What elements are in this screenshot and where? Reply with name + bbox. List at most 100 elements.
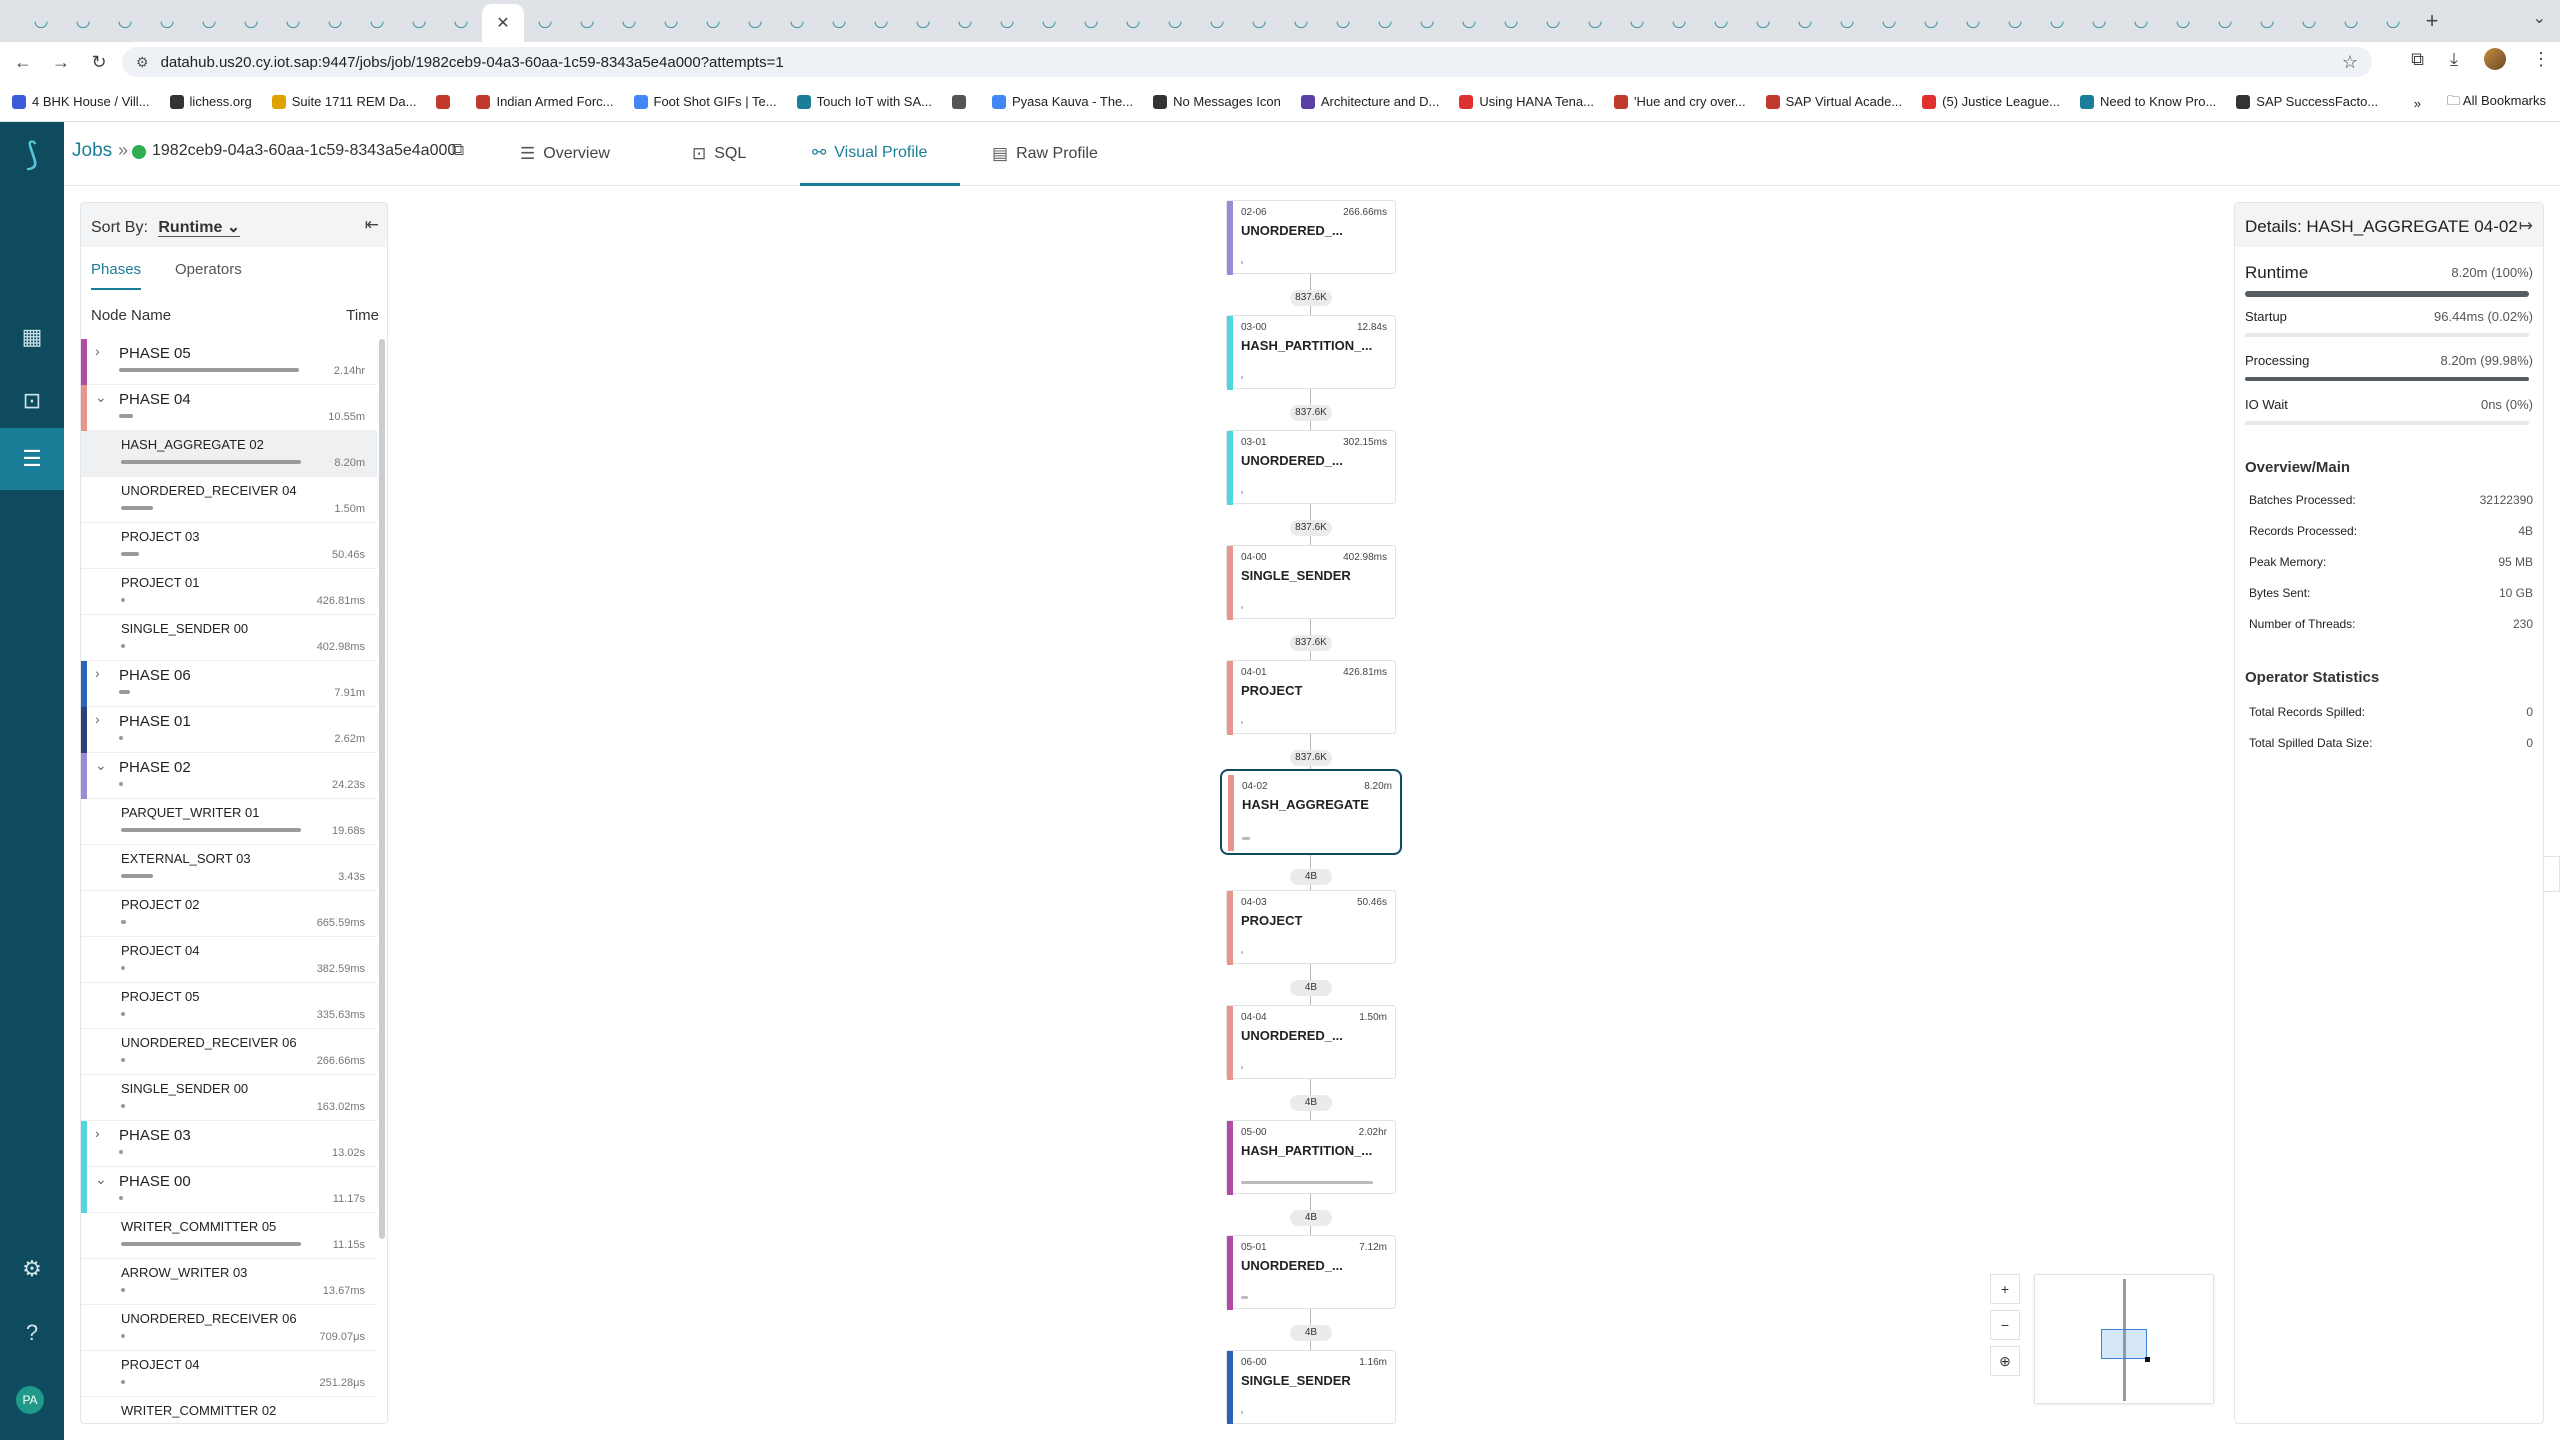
browser-tab[interactable]: ◡ [2246, 4, 2288, 38]
minimap-viewport[interactable] [2101, 1329, 2147, 1359]
operator-row[interactable]: WRITER_COMMITTER 02 [81, 1397, 377, 1423]
browser-tab[interactable]: ◡ [1910, 4, 1952, 38]
browser-tab[interactable]: ◡ [272, 4, 314, 38]
tab-search-icon[interactable]: ⌄ [2532, 10, 2546, 27]
browser-tab[interactable]: ◡ [776, 4, 818, 38]
jobs-icon[interactable]: ☰ [0, 428, 64, 490]
bookmark-item[interactable] [436, 94, 456, 109]
expand-details-icon[interactable]: ↦ [2518, 216, 2533, 235]
browser-tab[interactable]: ◡ [1070, 4, 1112, 38]
browser-tab[interactable]: ◡ [398, 4, 440, 38]
browser-tab[interactable]: ◡ [230, 4, 272, 38]
all-bookmarks-button[interactable]: 🗀 All Bookmarks [2447, 93, 2546, 108]
browser-tab[interactable]: ◡ [314, 4, 356, 38]
browser-tab[interactable]: ◡ [1280, 4, 1322, 38]
sql-runner-icon[interactable]: ⊡ [22, 388, 42, 413]
copy-icon[interactable]: ⧉ [452, 140, 465, 159]
bookmark-item[interactable]: 'Hue and cry over... [1613, 94, 1746, 109]
browser-tab[interactable]: ◡ [1406, 4, 1448, 38]
browser-tab[interactable]: ◡ [1322, 4, 1364, 38]
bookmark-item[interactable]: Need to Know Pro... [2079, 94, 2216, 109]
browser-tab[interactable]: ◡ [146, 4, 188, 38]
chevron-down-icon[interactable]: ⌄ [95, 757, 107, 773]
browser-tab[interactable]: ◡ [188, 4, 230, 38]
browser-tab[interactable]: ◡ [1952, 4, 1994, 38]
bookmark-item[interactable]: SAP Virtual Acade... [1765, 94, 1902, 109]
chevron-down-icon[interactable]: ⌄ [95, 1171, 107, 1187]
browser-tab[interactable]: ◡ [2120, 4, 2162, 38]
browser-menu-icon[interactable]: ⋮ [2532, 48, 2550, 69]
browser-tab[interactable]: ◡ [2288, 4, 2330, 38]
bookmark-item[interactable]: Using HANA Tena... [1459, 94, 1594, 109]
browser-tab[interactable]: ◡ [1994, 4, 2036, 38]
browser-tab[interactable]: ◡ [1364, 4, 1406, 38]
chevron-right-icon[interactable]: › [95, 665, 100, 681]
bookmark-item[interactable] [951, 94, 972, 109]
browser-tab[interactable]: ◡ [1532, 4, 1574, 38]
browser-tab[interactable]: ◡ [1448, 4, 1490, 38]
settings-icon[interactable]: ⚙ [22, 1256, 42, 1281]
browser-tab[interactable]: ◡ [986, 4, 1028, 38]
bookmark-item[interactable]: Indian Armed Forc... [476, 94, 614, 109]
bookmark-item[interactable]: Pyasa Kauva - The... [991, 94, 1133, 109]
bookmark-star-icon[interactable]: ☆ [2341, 51, 2358, 72]
browser-tab[interactable]: ◡ [1826, 4, 1868, 38]
datasets-icon[interactable]: ▦ [21, 324, 43, 349]
browser-tab[interactable]: ◡ [1154, 4, 1196, 38]
browser-tab[interactable]: ◡ [2036, 4, 2078, 38]
browser-tab[interactable]: ◡ [1742, 4, 1784, 38]
zoom-out-button[interactable]: − [1990, 1310, 2020, 1340]
browser-tab[interactable]: ◡ [566, 4, 608, 38]
breadcrumb-jobs-link[interactable]: Jobs [72, 140, 113, 161]
browser-tab[interactable]: ◡ [1028, 4, 1070, 38]
address-bar[interactable]: ⚙ datahub.us20.cy.iot.sap:9447/jobs/job/… [122, 47, 2372, 77]
tab-sql[interactable]: ⊡ SQL [680, 122, 758, 186]
browser-tab[interactable]: ◡ [2330, 4, 2372, 38]
bookmark-item[interactable]: No Messages Icon [1153, 94, 1281, 109]
browser-tab[interactable]: ◡ [2162, 4, 2204, 38]
browser-tab[interactable]: ◡ [734, 4, 776, 38]
browser-tab[interactable]: ◡ [524, 4, 566, 38]
browser-tab[interactable]: ◡ [1658, 4, 1700, 38]
minimap-resize-handle[interactable] [2145, 1357, 2150, 1362]
tab-raw-profile[interactable]: ▤ Raw Profile [980, 122, 1110, 186]
bookmark-item[interactable]: 4 BHK House / Vill... [12, 94, 150, 109]
browser-tab[interactable]: ◡ [650, 4, 692, 38]
panel-scrollbar[interactable] [379, 339, 385, 1239]
user-avatar[interactable]: PA [16, 1386, 44, 1414]
browser-tab[interactable]: ◡ [2204, 4, 2246, 38]
browser-tab[interactable]: ◡ [692, 4, 734, 38]
dremio-logo-icon[interactable]: ⟆ [25, 136, 39, 172]
bookmarks-overflow-icon[interactable]: » [2413, 95, 2422, 111]
chevron-right-icon[interactable]: › [95, 343, 100, 359]
browser-tab[interactable]: ◡ [1574, 4, 1616, 38]
fit-view-button[interactable]: ⊕ [1990, 1346, 2020, 1376]
browser-tab[interactable]: ◡ [440, 4, 482, 38]
browser-tab[interactable]: ◡ [2078, 4, 2120, 38]
browser-tab[interactable]: ◡ [1784, 4, 1826, 38]
browser-tab[interactable]: ◡ [1112, 4, 1154, 38]
browser-tab-active[interactable]: ✕ [482, 4, 524, 42]
sort-by-dropdown[interactable]: Runtime ⌄ [158, 219, 241, 237]
bookmark-item[interactable]: Architecture and D... [1300, 94, 1439, 109]
